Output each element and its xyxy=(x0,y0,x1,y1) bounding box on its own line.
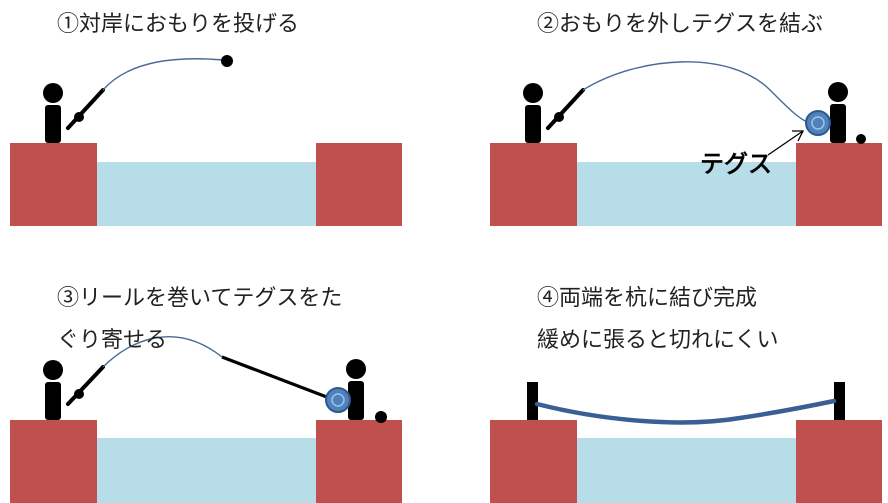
right-bank xyxy=(316,420,402,503)
person-icon xyxy=(828,82,848,143)
water xyxy=(97,162,317,226)
fishing-line xyxy=(102,336,223,368)
person-icon xyxy=(43,360,63,420)
tegusu-line xyxy=(221,355,333,401)
caption-step-2: ②おもりを外しテグスを結ぶ xyxy=(537,12,824,37)
sinker-icon xyxy=(856,134,866,144)
fishing-line xyxy=(102,58,224,91)
fishing-rod-icon xyxy=(546,88,585,130)
sinker-icon xyxy=(375,411,387,423)
fishing-rod-icon xyxy=(66,365,105,406)
stake-icon xyxy=(527,382,538,420)
left-bank xyxy=(10,143,97,226)
rope xyxy=(534,398,837,425)
caption-step-4-line-2: 緩めに張ると切れにくい xyxy=(537,328,779,353)
right-bank xyxy=(316,143,402,226)
person-icon xyxy=(43,83,63,143)
fishing-rod-icon xyxy=(66,88,105,130)
caption-step-3-line-2: ぐり寄せる xyxy=(57,328,168,353)
left-bank xyxy=(490,420,577,503)
sinker-icon xyxy=(221,55,233,67)
water xyxy=(97,438,317,503)
reel-icon xyxy=(805,110,831,136)
panel-2 xyxy=(490,61,882,226)
arrow-icon xyxy=(767,130,805,156)
panel-1 xyxy=(10,55,402,226)
tegusu-label: テグス xyxy=(700,150,772,178)
caption-step-4-line-1: ④両端を杭に結び完成 xyxy=(537,286,758,311)
stake-icon xyxy=(834,382,845,420)
right-bank xyxy=(796,143,882,226)
reel-icon xyxy=(325,387,351,413)
right-bank xyxy=(796,420,882,503)
caption-step-1: ①対岸におもりを投げる xyxy=(57,12,300,37)
water xyxy=(577,162,797,226)
panel-4 xyxy=(490,382,882,503)
person-icon xyxy=(523,83,543,143)
person-icon xyxy=(346,359,366,420)
water xyxy=(577,438,797,503)
caption-step-3-line-1: ③リールを巻いてテグスをた xyxy=(57,286,343,311)
panel-3 xyxy=(10,336,402,503)
fishing-line xyxy=(582,61,811,124)
left-bank xyxy=(490,143,577,226)
left-bank xyxy=(10,420,97,503)
